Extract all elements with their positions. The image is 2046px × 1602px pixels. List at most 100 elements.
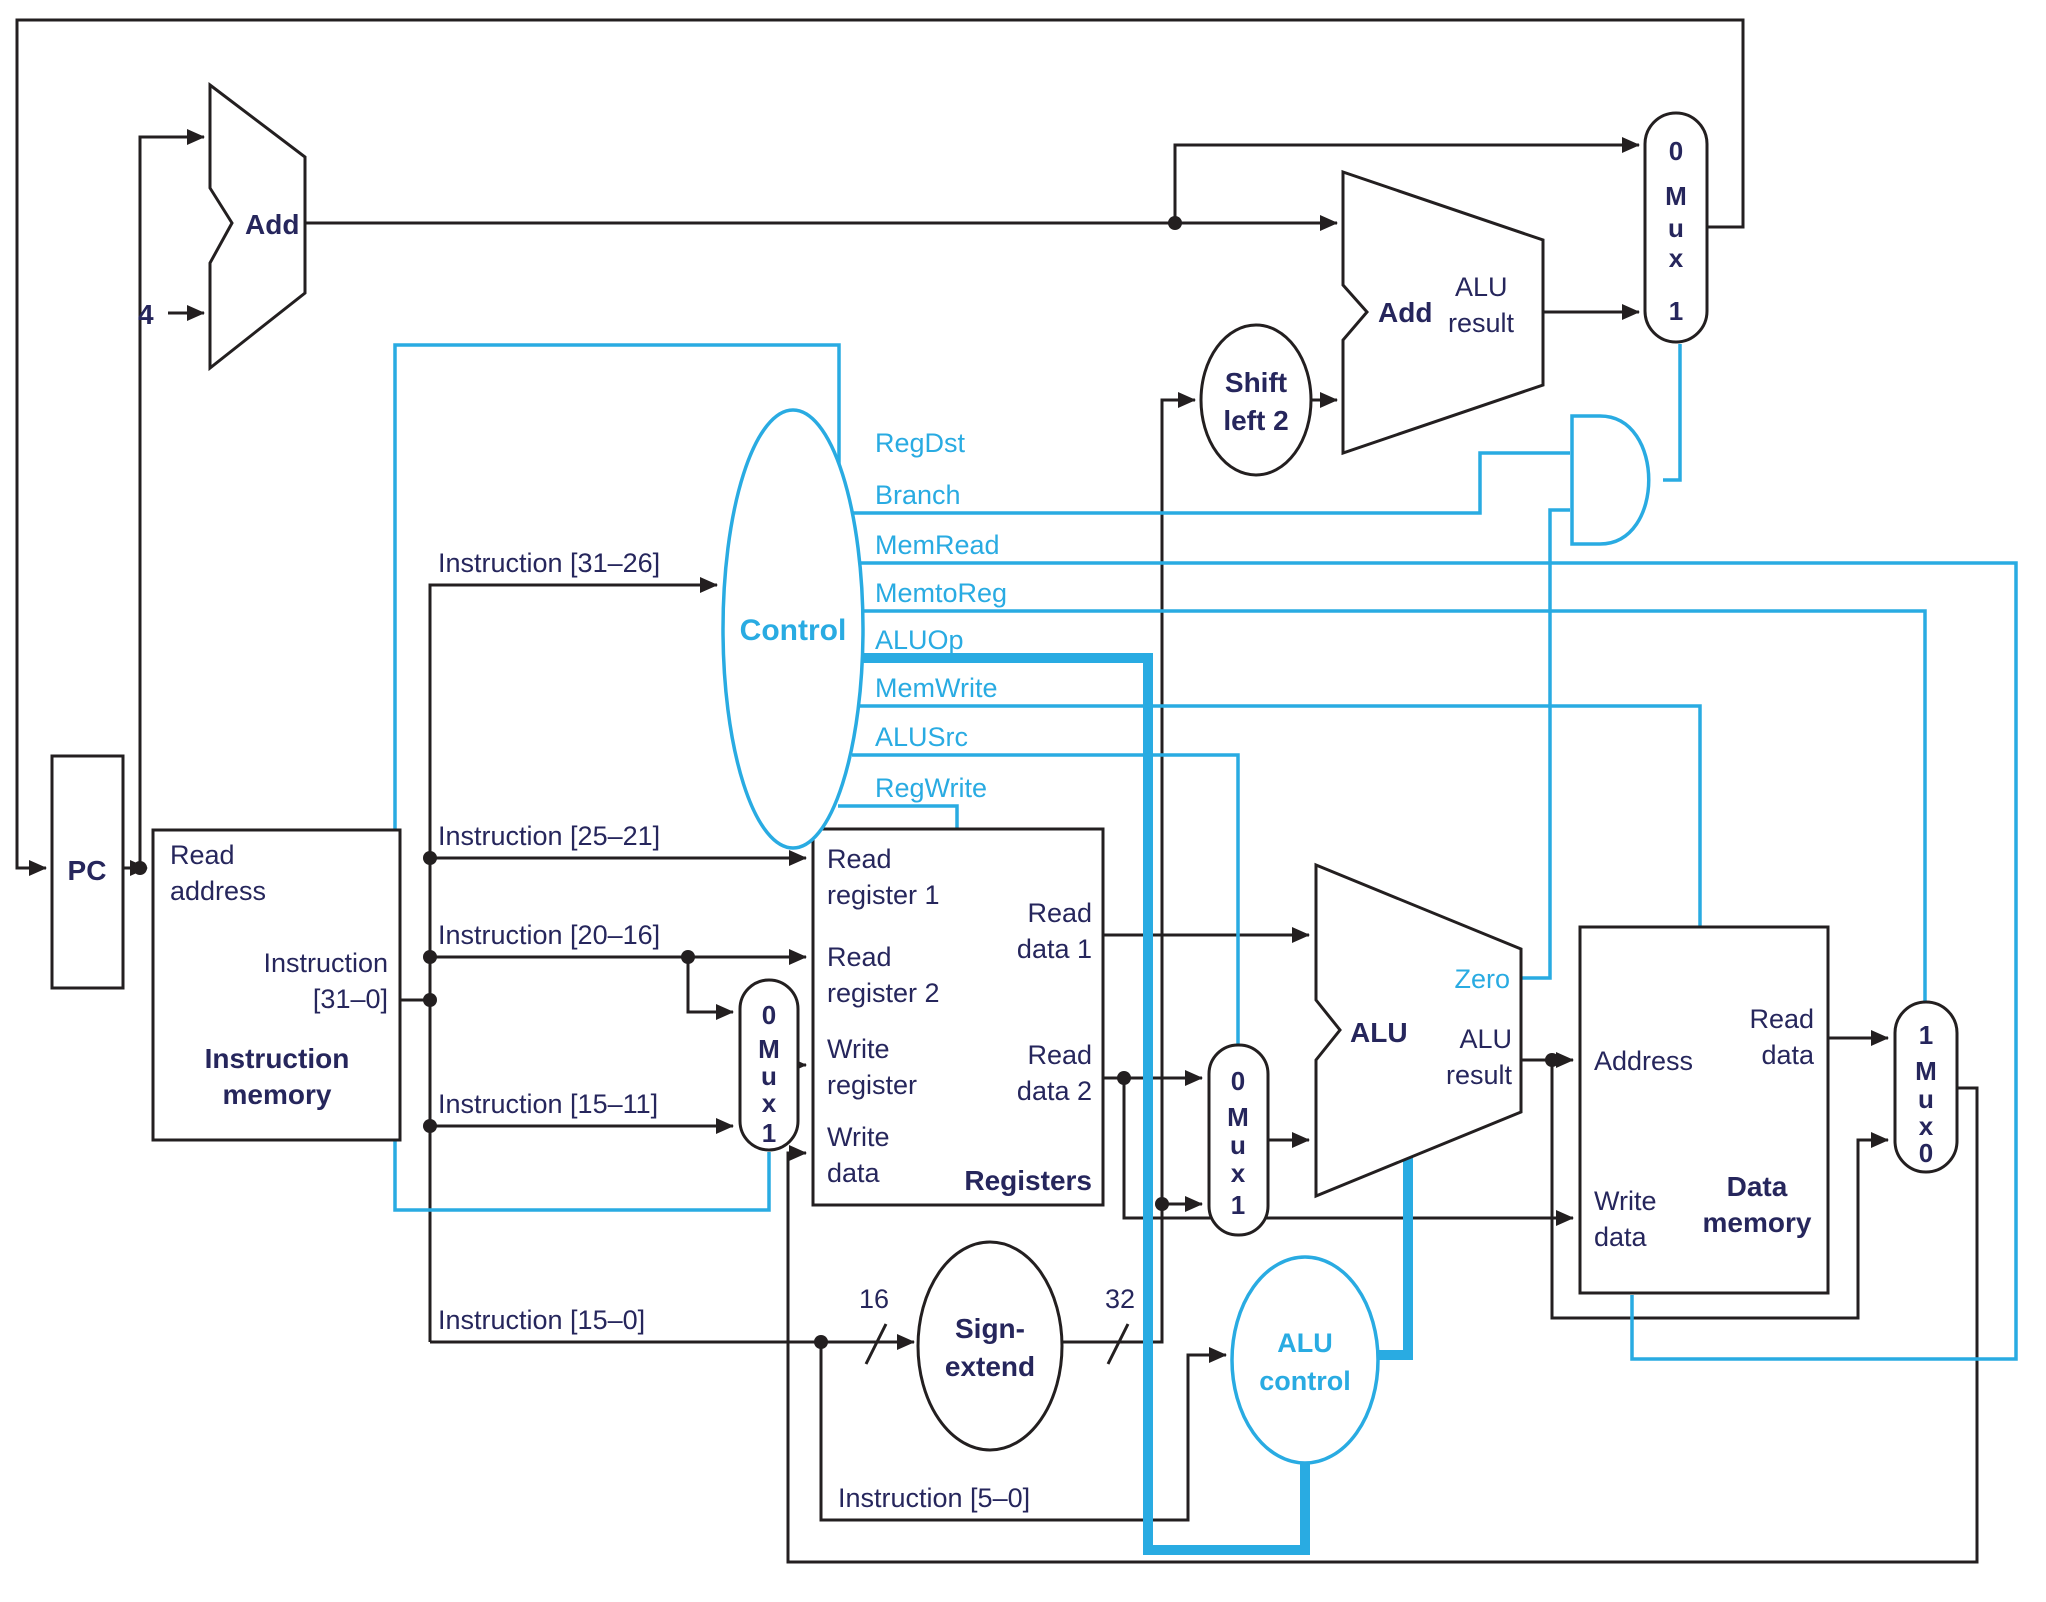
- registers-block: [811, 827, 1105, 1207]
- wire-and-out: [1663, 344, 1682, 482]
- add1-label: Add: [245, 209, 299, 240]
- junction-dots: [133, 216, 1559, 1349]
- svg-text:0: 0: [762, 1000, 776, 1030]
- label-instr-20-16: Instruction [20–16]: [438, 920, 660, 950]
- wires-black: [15, 18, 1979, 1564]
- reg-wd-2: data: [827, 1158, 881, 1188]
- svg-text:u: u: [1918, 1084, 1934, 1114]
- svg-text:u: u: [1230, 1130, 1246, 1160]
- signal-alusrc: ALUSrc: [875, 722, 968, 752]
- wire-branch: [852, 451, 1570, 515]
- shift-left-2-unit: [1199, 323, 1313, 477]
- signal-regdst: RegDst: [875, 428, 966, 458]
- reg-rd2-1: Read: [1027, 1040, 1092, 1070]
- pc-label: PC: [68, 855, 107, 886]
- wire-pc4-to-mux: [1173, 137, 1640, 223]
- write-reg-mux: [738, 978, 800, 1152]
- adder-branch: [1341, 169, 1545, 456]
- reg-wd-1: Write: [827, 1122, 890, 1152]
- dm-title-1: Data: [1727, 1171, 1788, 1202]
- control-title: Control: [740, 614, 847, 647]
- svg-text:x: x: [1669, 243, 1684, 273]
- add2-result-2: result: [1448, 308, 1515, 338]
- alu-zero-label: Zero: [1454, 964, 1510, 994]
- label-instr-15-0: Instruction [15–0]: [438, 1305, 645, 1335]
- wire-instr-5-0: [819, 1342, 1227, 1522]
- wire-instr-20-16-branch: [686, 957, 734, 1020]
- wire-aluop: [862, 653, 1310, 1555]
- branch-mux: [1643, 111, 1709, 344]
- svg-text:0: 0: [1231, 1066, 1245, 1096]
- reg-rr2-1: Read: [827, 942, 892, 972]
- wire-rd2-to-writedata: [1122, 1078, 1574, 1226]
- alu-shape: [1314, 862, 1523, 1199]
- dm-read-data-2: data: [1761, 1040, 1815, 1070]
- wire-signext-out: [1062, 392, 1196, 1344]
- reg-rd1-2: data 1: [1017, 934, 1092, 964]
- alusrc-mux-labels: 0 M u x 1: [1227, 1066, 1249, 1220]
- instruction-memory-block: [151, 828, 402, 1142]
- svg-text:1: 1: [1231, 1190, 1245, 1220]
- signal-branch: Branch: [875, 480, 961, 510]
- im-title-2: memory: [223, 1079, 332, 1110]
- dm-title-2: memory: [1703, 1207, 1812, 1238]
- reg-rd2-2: data 2: [1017, 1076, 1092, 1106]
- dm-write-data-1: Write: [1594, 1186, 1657, 1216]
- dm-write-data-2: data: [1594, 1222, 1648, 1252]
- aluctl-title-2: control: [1259, 1366, 1351, 1396]
- im-read-address-1: Read: [170, 840, 235, 870]
- wire-alusrc: [852, 753, 1240, 1047]
- reg-wr-1: Write: [827, 1034, 890, 1064]
- svg-text:1: 1: [762, 1118, 776, 1148]
- svg-text:M: M: [1915, 1056, 1937, 1086]
- wire-memtoreg: [863, 609, 1927, 1004]
- wires-blue: [393, 343, 2018, 1555]
- im-out-1: Instruction: [263, 948, 388, 978]
- alu-result-1: ALU: [1459, 1024, 1512, 1054]
- alu-control-unit: [1230, 1255, 1380, 1465]
- svg-text:1: 1: [1669, 296, 1683, 326]
- wire-writeback: [786, 1086, 1979, 1564]
- alu-result-2: result: [1446, 1060, 1513, 1090]
- svg-text:M: M: [1665, 181, 1687, 211]
- memtoreg-mux-labels: 1 M u x 0: [1915, 1020, 1937, 1168]
- im-out-2: [31–0]: [313, 984, 388, 1014]
- wire-instr-31-26: [428, 577, 718, 1342]
- im-read-address-2: address: [170, 876, 266, 906]
- label-instr-31-26: Instruction [31–26]: [438, 548, 660, 578]
- signal-regwrite: RegWrite: [875, 773, 987, 803]
- svg-text:u: u: [761, 1061, 777, 1091]
- dm-address: Address: [1594, 1046, 1693, 1076]
- svg-text:1: 1: [1919, 1020, 1933, 1050]
- signext-width-16: 16: [859, 1284, 889, 1314]
- im-title-1: Instruction: [205, 1043, 350, 1074]
- sl2-title-2: left 2: [1223, 405, 1288, 436]
- signal-memtoreg: MemtoReg: [875, 578, 1007, 608]
- svg-text:0: 0: [1669, 136, 1683, 166]
- pc-block: [50, 754, 125, 990]
- wire-pc-to-add: [138, 129, 205, 868]
- write-reg-mux-labels: 0 M u x 1: [758, 1000, 780, 1148]
- branch-mux-labels: 0 M u x 1: [1665, 136, 1687, 326]
- slash-16-icon: [864, 1323, 888, 1365]
- label-instr-25-21: Instruction [25–21]: [438, 821, 660, 851]
- svg-text:M: M: [1227, 1102, 1249, 1132]
- svg-text:x: x: [762, 1088, 777, 1118]
- data-memory-block: [1578, 925, 1830, 1295]
- dm-read-data-1: Read: [1749, 1004, 1814, 1034]
- registers-title: Registers: [964, 1165, 1092, 1196]
- signal-memread: MemRead: [875, 530, 1000, 560]
- signext-title-1: Sign-: [955, 1313, 1025, 1344]
- const-four-label: 4: [138, 299, 154, 330]
- wire-regwrite: [838, 804, 959, 831]
- and-gate: [1570, 414, 1651, 546]
- svg-text:x: x: [1231, 1158, 1246, 1188]
- wire-zero: [1521, 508, 1570, 980]
- aluctl-title-1: ALU: [1277, 1328, 1333, 1358]
- wire-memwrite: [858, 704, 1702, 929]
- signext-title-2: extend: [945, 1351, 1035, 1382]
- reg-rr1-2: register 1: [827, 880, 940, 910]
- label-instr-5-0: Instruction [5–0]: [838, 1483, 1030, 1513]
- add2-label: Add: [1378, 297, 1432, 328]
